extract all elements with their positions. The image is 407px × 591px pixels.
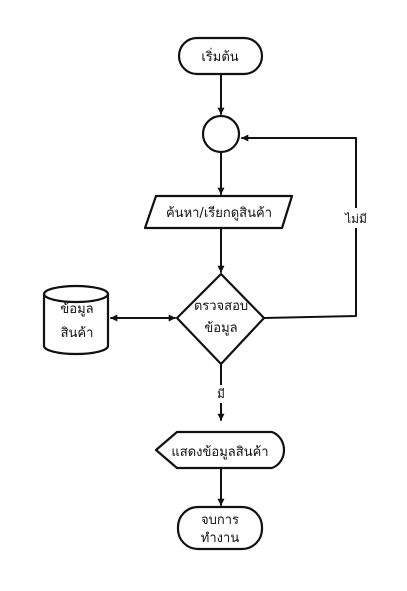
connector-circle [201, 114, 241, 154]
check-decision: ตรวจสอบ ข้อมูล [175, 272, 266, 366]
search-input-output: ค้นหา/เรียกดูสินค้า [143, 194, 294, 230]
end-terminator: จบการ ทำงาน [176, 505, 264, 551]
display-shape [154, 430, 286, 470]
database-label-line2: สินค้า [61, 326, 94, 341]
database-label-line1: ข้อมูล [60, 302, 93, 317]
end-shape [176, 505, 264, 551]
start-terminator: เริ่มต้น [177, 36, 264, 76]
search-label: ค้นหา/เรียกดูสินค้า [166, 205, 272, 221]
yes-label: มี [217, 387, 225, 401]
start-label: เริ่มต้น [201, 48, 238, 65]
start-shape [177, 36, 264, 76]
product-database: ข้อมูล สินค้า [42, 284, 110, 356]
no-label: ไม่มี [344, 212, 367, 226]
database-body [42, 294, 110, 356]
check-label-line1: ตรวจสอบ [194, 299, 248, 314]
display-label: แสดงข้อมูลสินค้า [171, 445, 268, 460]
check-label-line2: ข้อมูล [204, 321, 237, 336]
search-shape [143, 194, 294, 230]
yes-label-backdrop [209, 385, 233, 403]
end-label-line2: ทำงาน [201, 531, 240, 546]
no-label-backdrop [340, 208, 372, 228]
end-label-line1: จบการ [201, 513, 239, 528]
check-shape [175, 272, 266, 366]
database-top [42, 284, 110, 304]
display-output: แสดงข้อมูลสินค้า [154, 430, 286, 470]
